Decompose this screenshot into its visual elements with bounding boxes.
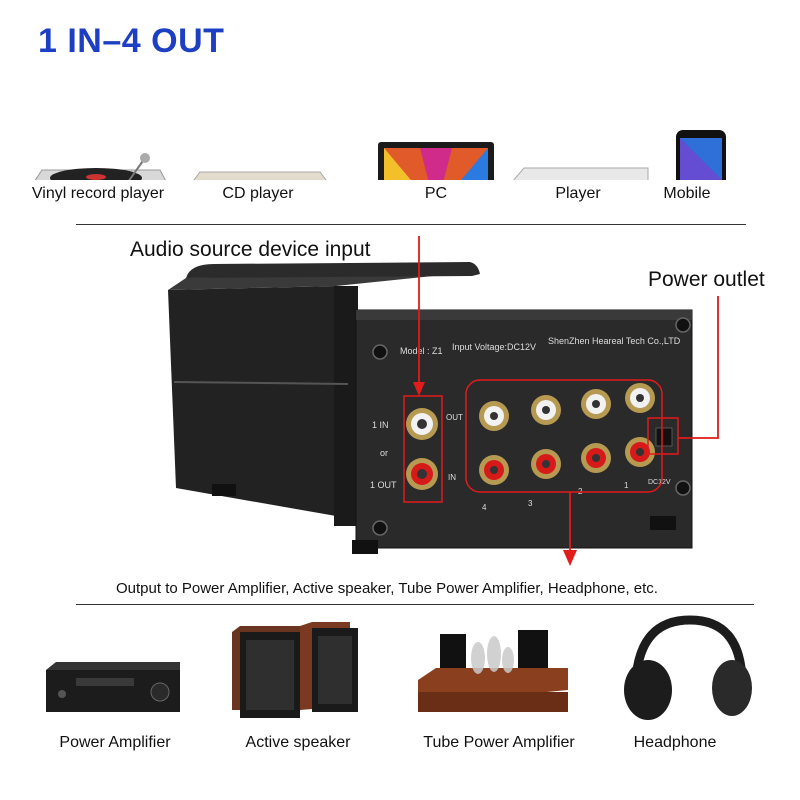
- turntable-icon: [34, 153, 166, 180]
- dc-jack: [655, 427, 673, 447]
- output-label-headphone: Headphone: [633, 734, 717, 751]
- device-side-panel: [168, 286, 336, 516]
- output-highlight-box: [465, 379, 663, 493]
- audio-splitter-device: Model : Z1 Input Voltage:DC12V ShenZhen …: [168, 236, 719, 566]
- page-title: 1 IN–4 OUT: [38, 22, 225, 60]
- output-jacks: [479, 383, 655, 485]
- input-highlight-box: [403, 395, 443, 503]
- model-text: Model : Z1: [400, 346, 443, 356]
- output-label-active-speaker: Active speaker: [245, 734, 351, 751]
- output-arrow: [563, 550, 577, 566]
- label-in: IN: [448, 473, 456, 482]
- cd-player-icon: [193, 171, 327, 180]
- headphone-icon: [624, 615, 752, 720]
- speakers-icon: [232, 622, 358, 718]
- input-arrow: [413, 382, 425, 396]
- label-out: OUT: [446, 413, 463, 422]
- power-highlight-box: [647, 417, 679, 455]
- input-jacks: [406, 408, 438, 490]
- output-devices-illustration: [46, 615, 752, 720]
- power-callout-label: Power outlet: [648, 268, 765, 291]
- label-1-in: 1 IN: [372, 420, 389, 430]
- label-or: or: [380, 448, 388, 458]
- tube-amplifier-icon: [418, 630, 568, 712]
- power-amplifier-icon: [46, 662, 180, 712]
- channel-3: 3: [528, 499, 533, 508]
- bottom-divider: [76, 604, 754, 605]
- output-label-tube-amplifier: Tube Power Amplifier: [423, 734, 575, 751]
- dc-label: DC12V: [648, 479, 671, 486]
- smartphone-icon: [676, 130, 726, 180]
- output-caption: Output to Power Amplifier, Active speake…: [116, 580, 658, 597]
- media-player-icon: [513, 167, 649, 180]
- source-label-player: Player: [555, 185, 601, 202]
- source-label-cd: CD player: [222, 185, 294, 202]
- source-devices-illustration: [34, 130, 726, 180]
- label-1-out: 1 OUT: [370, 480, 397, 490]
- power-arrow: [678, 296, 719, 439]
- source-label-vinyl: Vinyl record player: [31, 185, 165, 202]
- output-label-power-amplifier: Power Amplifier: [59, 734, 171, 751]
- channel-1: 1: [624, 481, 629, 490]
- voltage-text: Input Voltage:DC12V: [452, 342, 536, 352]
- maker-text: ShenZhen Heareal Tech Co.,LTD: [548, 336, 681, 346]
- input-callout-label: Audio source device input: [130, 238, 371, 261]
- channel-4: 4: [482, 503, 487, 512]
- source-label-mobile: Mobile: [663, 185, 711, 202]
- panel-screws: [372, 317, 691, 536]
- source-label-pc: PC: [424, 185, 448, 202]
- laptop-icon: [378, 142, 494, 180]
- top-divider: [76, 224, 746, 225]
